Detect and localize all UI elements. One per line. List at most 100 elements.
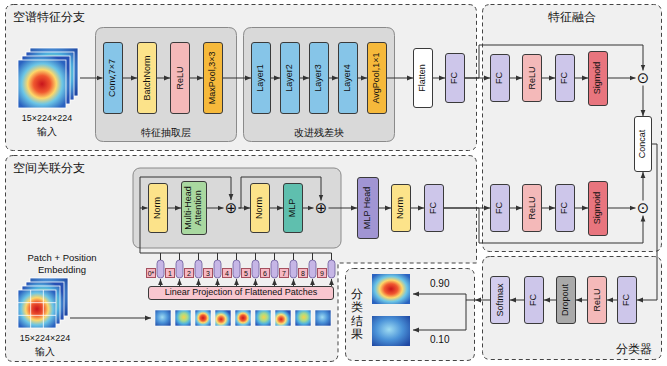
flow-arrow [140,208,148,209]
annotation-label: 输入 [25,346,65,358]
block-label: MaxPool,3×3 [208,52,218,105]
group-border [244,28,395,142]
heatmap-band [18,290,56,328]
connector-arrow [433,78,445,79]
operator-symbol: ⊕ [224,201,239,216]
layer-block: Norm [250,183,270,233]
block-label: ReLU [175,66,185,89]
token-arrow [293,279,294,286]
layer-block: Layer4 [338,42,358,114]
connector-arrow [271,78,280,79]
block-label: FC [429,202,439,214]
branch-panel: 特征融合FCReLUFCSigmoid⊙ConcatFCReLUFCSigmoi… [482,4,662,252]
token-index: 3 [203,268,213,278]
title-holder: 空间关联分支 [13,158,85,176]
layer-block: Norm [391,184,411,232]
token-index: 4 [222,268,232,278]
group-border [96,28,237,142]
patch-token [309,260,316,278]
layer-block: FC [490,184,510,232]
connector-arrow [300,78,309,79]
layer-block: Softmax [490,276,510,324]
block-label: FC [560,72,570,84]
block-label: Norm [255,197,265,219]
connector-arrow [542,78,555,79]
layer-block: FC [490,54,510,102]
connector-arrow [608,78,636,79]
operator-symbol: ⊙ [636,201,651,216]
block-label: FC [495,72,505,84]
token-line [312,253,313,260]
input-arrow [70,318,151,319]
connector-arrow [643,86,644,117]
token-arrow [198,279,199,286]
block-label: ReLU [527,66,537,89]
connector-arrow [575,208,588,209]
layer-block: Sigmoid [588,181,608,236]
patch-token [233,260,240,278]
image-patch [155,310,171,326]
operator-glyph: ⊕ [315,201,328,216]
annotation-label: 15×224×224 [12,113,82,124]
token-index: 9 [317,268,327,278]
patch-token [157,260,164,278]
heatmap-band [18,60,66,108]
result-line [466,300,474,301]
connector-arrow [168,208,181,209]
layer-block: Flatten [413,48,433,108]
title-holder: 改进残差块 [243,122,395,140]
layer-group: 特征抽取层Conv,7×7BatchNormReLUMaxPool,3×3 [95,27,237,142]
result-bracket [466,294,467,330]
block-label: Multi-Head Attention [184,185,204,231]
layer-group: 改进残差块Layer1Layer2Layer3Layer4AvgPool,1×1 [243,27,395,142]
panel-border [6,156,477,362]
token-line [331,253,332,260]
annotation-label: 0.90 [430,278,449,290]
connector-arrow [157,78,170,79]
token-arrow [312,279,313,286]
connector-arrow [544,300,556,301]
token-arrow [274,279,275,286]
layer-block: Concat [634,116,652,172]
layer-block: Dropout [556,276,576,324]
token-line [274,253,275,260]
result-heatmap [372,274,410,304]
token-arrow [179,279,180,286]
connector-arrow [270,208,283,209]
panel-border [483,5,662,252]
block-label: MLP Head [363,187,373,229]
layer-block: Layer3 [309,42,329,114]
token-index: 8 [298,268,308,278]
connector-arrow [475,300,490,301]
block-label: Layer2 [285,64,295,92]
connector-arrow [358,78,367,79]
result-heatmap [372,316,410,346]
token-arrow [331,279,332,286]
layer-block: AvgPool,1×1 [367,42,387,114]
annotation-label: Patch + Position Embedding [19,252,105,276]
token-line [217,253,218,260]
connector-arrow [223,78,251,79]
layer-block: ReLU [522,54,542,102]
panel-title: 分类结果 [351,288,363,341]
patch-grid [30,290,31,328]
image-patch [315,310,331,326]
layer-block: MLP [283,183,303,233]
block-label: Dropout [561,284,571,316]
layer-block: FC [445,53,465,103]
operator-glyph: ⊙ [637,201,650,216]
connector-arrow [510,208,522,209]
patch-token [290,260,297,278]
block-label: AvgPool,1×1 [372,52,382,103]
connector-arrow [643,172,644,201]
panel-title: 空间关联分支 [13,161,85,175]
patch-token [214,260,221,278]
token-arrow [217,279,218,286]
title-holder: 特征抽取层 [95,122,237,140]
block-label: Flatten [418,64,428,92]
block-label: FC [450,72,460,84]
layer-block: ReLU [170,42,190,114]
image-patch [295,310,311,326]
panel-title: 分类器 [616,342,652,356]
operator-symbol: ⊙ [636,71,651,86]
